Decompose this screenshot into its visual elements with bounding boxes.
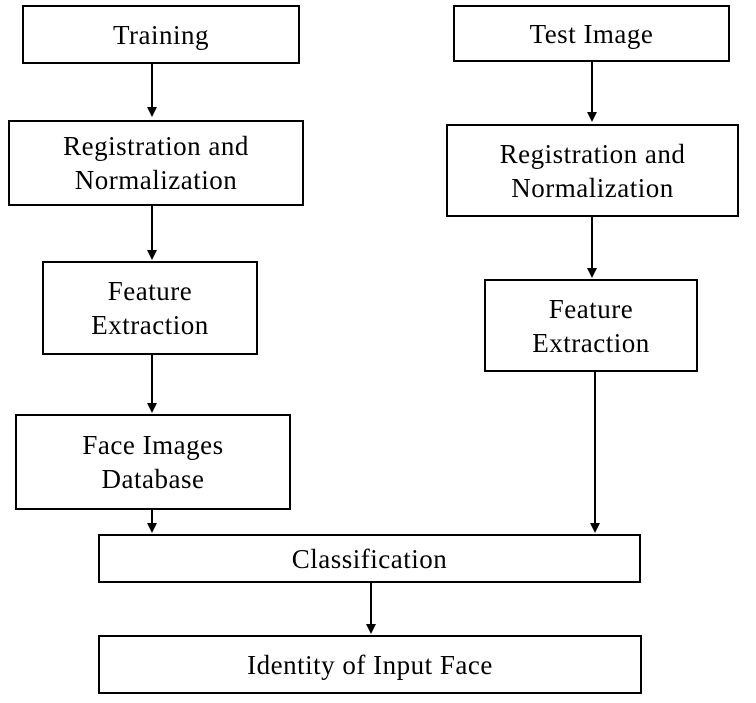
classification-label: Classification — [291, 543, 448, 574]
training-label: Training — [112, 19, 210, 50]
feature-extraction-left-label: Feature Extraction — [91, 276, 209, 340]
feature-extraction-left-box: Feature Extraction — [42, 261, 258, 355]
feature-extraction-right-label: Feature Extraction — [532, 293, 650, 358]
identity-of-input-face-label: Identity of Input Face — [247, 649, 493, 680]
registration-normalization-left-label: Registration and Normalization — [63, 131, 249, 195]
test-image-box: Test Image — [453, 5, 730, 62]
registration-normalization-right-label: Registration and Normalization — [499, 138, 686, 203]
registration-normalization-right-box: Registration and Normalization — [446, 124, 739, 217]
classification-box: Classification — [98, 534, 641, 583]
face-images-database-label: Face Images Database — [82, 430, 224, 494]
feature-extraction-right-box: Feature Extraction — [484, 279, 698, 372]
registration-normalization-left-box: Registration and Normalization — [8, 120, 304, 206]
identity-of-input-face-box: Identity of Input Face — [98, 635, 642, 694]
test-image-label: Test Image — [529, 18, 654, 49]
face-images-database-box: Face Images Database — [15, 414, 291, 510]
training-box: Training — [22, 5, 300, 64]
